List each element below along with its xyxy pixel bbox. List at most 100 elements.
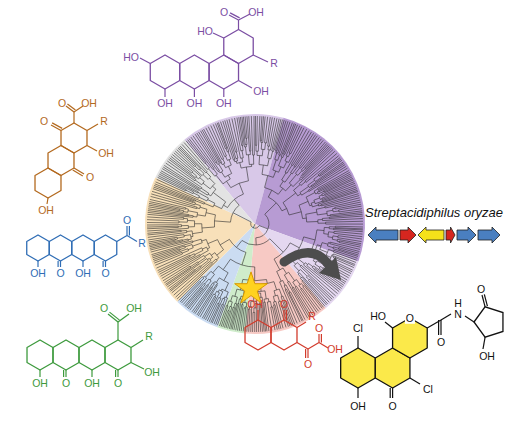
ring-bond [245, 320, 271, 350]
atom-label: O [220, 7, 228, 18]
ring-bond [341, 348, 376, 388]
atom-label: OH [98, 148, 114, 159]
atom-label: O [123, 215, 131, 226]
atom-label: HO [370, 311, 386, 322]
ring-bond [393, 318, 428, 358]
atom-label: OH [126, 303, 142, 314]
atom-label: O [58, 98, 66, 109]
atom-label: HO [123, 52, 139, 63]
bond-group [38, 226, 137, 267]
atom-label: O [56, 268, 64, 279]
bond-line [140, 58, 150, 64]
bond-line [60, 261, 61, 267]
bond-line [297, 322, 306, 328]
atom-label: R [100, 116, 108, 127]
gene-arrow [418, 227, 444, 243]
atom-label: OH [479, 351, 495, 362]
bond-line [102, 261, 103, 267]
bond-line [73, 170, 83, 176]
bond-line [105, 261, 106, 267]
arrow-head [319, 257, 341, 280]
atom-label: Cl [423, 384, 433, 395]
bond-line [117, 236, 127, 242]
atom-label: OH [248, 7, 264, 18]
bond-line [63, 370, 64, 377]
ring-bond [105, 340, 131, 370]
atom-label: O [280, 299, 288, 310]
gene-arrow [446, 227, 455, 243]
bond-line [286, 310, 287, 320]
bond-line [438, 320, 439, 335]
bond-line [305, 349, 306, 358]
atom-label: R [145, 331, 153, 342]
bond-line [253, 55, 268, 62]
atom-label: O [304, 359, 312, 370]
atom-label: OH [38, 205, 54, 216]
bond-line [483, 337, 485, 349]
bond-line [51, 125, 61, 131]
bond-line [465, 316, 474, 322]
ring-bond [72, 235, 95, 261]
ring-bond [209, 55, 238, 89]
bond-line [129, 226, 130, 236]
atom-label: OH [350, 401, 366, 412]
bond-line [118, 314, 129, 322]
atom-label: N [454, 309, 462, 320]
bond-line [390, 388, 391, 398]
bond-line [229, 15, 239, 20]
bond-line [239, 81, 253, 89]
chemical-structures [27, 13, 503, 398]
bond-line [131, 340, 143, 348]
bond-line [164, 89, 165, 97]
bond-line [115, 370, 116, 377]
bond-line [87, 124, 98, 131]
bond-line [440, 320, 441, 335]
bond-line [57, 261, 58, 267]
bond-line [73, 112, 74, 123]
ring-bond [224, 30, 253, 64]
gene-arrow [400, 227, 416, 243]
atom-label: O [405, 313, 415, 324]
bond-group [140, 13, 268, 97]
atom-label: OH [30, 268, 46, 279]
atom-label: OH [144, 367, 160, 378]
bond-line [357, 388, 358, 398]
bond-line [230, 13, 240, 18]
bond-line [194, 89, 195, 97]
bond-group [40, 312, 144, 377]
atom-label: O [114, 378, 122, 389]
bond-line [66, 106, 74, 112]
tree-branches [147, 116, 363, 332]
ring-bond [35, 168, 61, 198]
bond-line [392, 388, 393, 398]
bond-line [307, 349, 308, 358]
atom-label: O [86, 172, 94, 183]
ring-bond [27, 235, 50, 261]
atom-label: OH [32, 378, 48, 389]
bond-line [39, 370, 40, 377]
bond-line [127, 236, 137, 242]
ring-bond [271, 320, 297, 350]
atom-label: R [270, 58, 278, 69]
bond-line [126, 226, 127, 236]
gene-cluster [368, 227, 500, 243]
atom-label: O [477, 284, 485, 295]
organism-name: Streptacidiphilus oryzae [365, 206, 503, 219]
ring-bond [49, 235, 72, 261]
atom-label: O [437, 337, 445, 348]
bond-line [385, 322, 393, 328]
gene-arrow [368, 227, 398, 243]
atom-label: R [308, 311, 316, 322]
phylogenetic-tree [145, 114, 365, 334]
bond-line [47, 198, 48, 204]
atom-label: H [454, 298, 462, 309]
ring-bond [474, 307, 503, 337]
bond-line [318, 334, 319, 343]
atom-label: O [62, 378, 70, 389]
bond-line [117, 370, 118, 377]
bond-group [258, 310, 328, 358]
atom-label: OH [327, 344, 343, 355]
atom-label: OH [81, 98, 97, 109]
bond-line [91, 370, 92, 377]
bond-line [109, 312, 119, 320]
